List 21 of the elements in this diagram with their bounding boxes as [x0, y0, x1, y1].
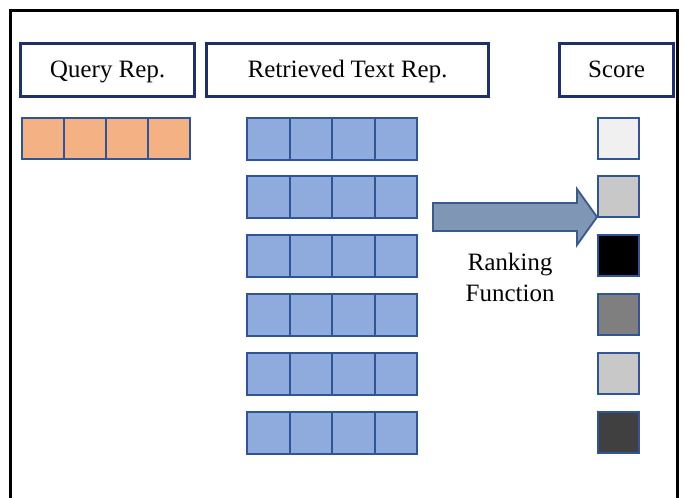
score-square: [597, 234, 640, 277]
score-square: [597, 175, 640, 218]
score-square: [597, 411, 640, 454]
vector-bar: [246, 352, 418, 396]
header-text: Query Rep.: [50, 56, 166, 84]
vector-bar: [246, 175, 418, 219]
header-text: Retrieved Text Rep.: [248, 56, 448, 84]
header-text: Score: [588, 56, 645, 84]
score-square: [597, 352, 640, 395]
vector-bar: [246, 293, 418, 337]
vector-bar: [21, 117, 191, 160]
header-box: [19, 42, 196, 98]
header-box: [558, 42, 675, 98]
vector-bar: [246, 117, 418, 161]
header-box: [205, 42, 490, 98]
vector-bar: [246, 411, 418, 455]
edge-label: Ranking Function: [464, 248, 556, 310]
block-arrow: [432, 186, 598, 248]
vector-bar: [246, 234, 418, 278]
score-square: [597, 293, 640, 336]
score-square: [597, 117, 640, 160]
